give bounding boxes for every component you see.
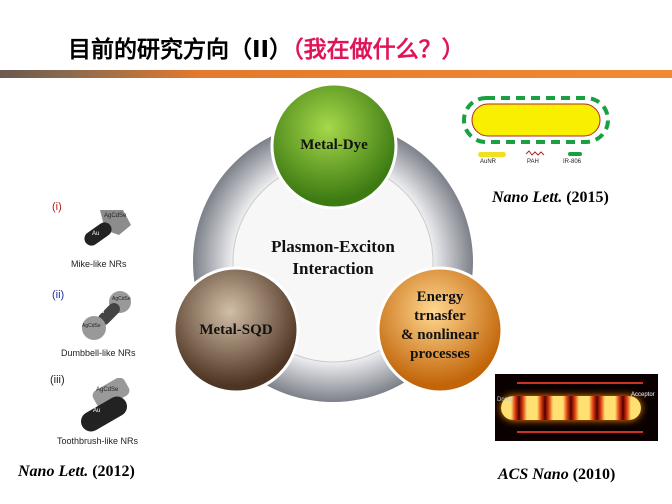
- aunr-image: [462, 96, 610, 157]
- part-label: AgCdSe: [82, 323, 101, 329]
- field-map-image: Donor Acceptor: [495, 374, 658, 441]
- donor-label: Donor: [497, 397, 514, 403]
- dumbbell-nr-image: [82, 291, 131, 340]
- label-line: & nonlinear: [401, 327, 479, 343]
- part-label: AgCdSe: [104, 213, 127, 219]
- circle-metal-dye: [270, 82, 398, 210]
- label-metal-dye: Metal-Dye: [300, 137, 368, 153]
- legend-label: AuNR: [480, 159, 497, 165]
- item-label: Dumbbell-like NRs: [61, 348, 136, 358]
- citation-top-right: Nano Lett. (2015): [492, 189, 609, 206]
- slide-title: 目前的研究方向（II）（我在做什么？）: [68, 30, 465, 64]
- circle-metal-sqd: [172, 266, 300, 394]
- item-number: (i): [52, 201, 62, 213]
- header-divider: [0, 70, 672, 78]
- title-sub: （我在做什么？）: [292, 37, 465, 63]
- circle-energy-transfer: [376, 266, 504, 394]
- label-metal-sqd: Metal-SQD: [199, 322, 273, 338]
- label-line: trnasfer: [414, 308, 466, 324]
- acceptor-label: Acceptor: [631, 392, 655, 398]
- part-label: Au: [92, 231, 100, 237]
- legend-label: IR-806: [563, 159, 582, 165]
- citation-left: Nano Lett. (2012): [18, 463, 135, 480]
- item-number: (iii): [50, 374, 65, 386]
- item-number: (ii): [52, 289, 65, 301]
- label-line: processes: [410, 346, 470, 362]
- citation-bottom-right: ACS Nano (2010): [498, 466, 616, 483]
- item-label: Mike-like NRs: [71, 259, 127, 269]
- center-line: Plasmon-Exciton: [271, 237, 395, 256]
- label-line: Energy: [416, 289, 464, 305]
- part-label: Au: [97, 309, 105, 315]
- part-label: AgCdSe: [112, 296, 131, 302]
- part-label: Au: [93, 408, 101, 414]
- part-label: AgCdSe: [96, 387, 119, 393]
- title-main: 目前的研究方向（II）: [68, 37, 293, 63]
- center-line: Interaction: [292, 259, 374, 278]
- legend-label: PAH: [527, 159, 539, 165]
- toothbrush-nr-image: [81, 378, 130, 432]
- item-label: Toothbrush-like NRs: [57, 436, 139, 446]
- mike-nr-image: [84, 210, 131, 246]
